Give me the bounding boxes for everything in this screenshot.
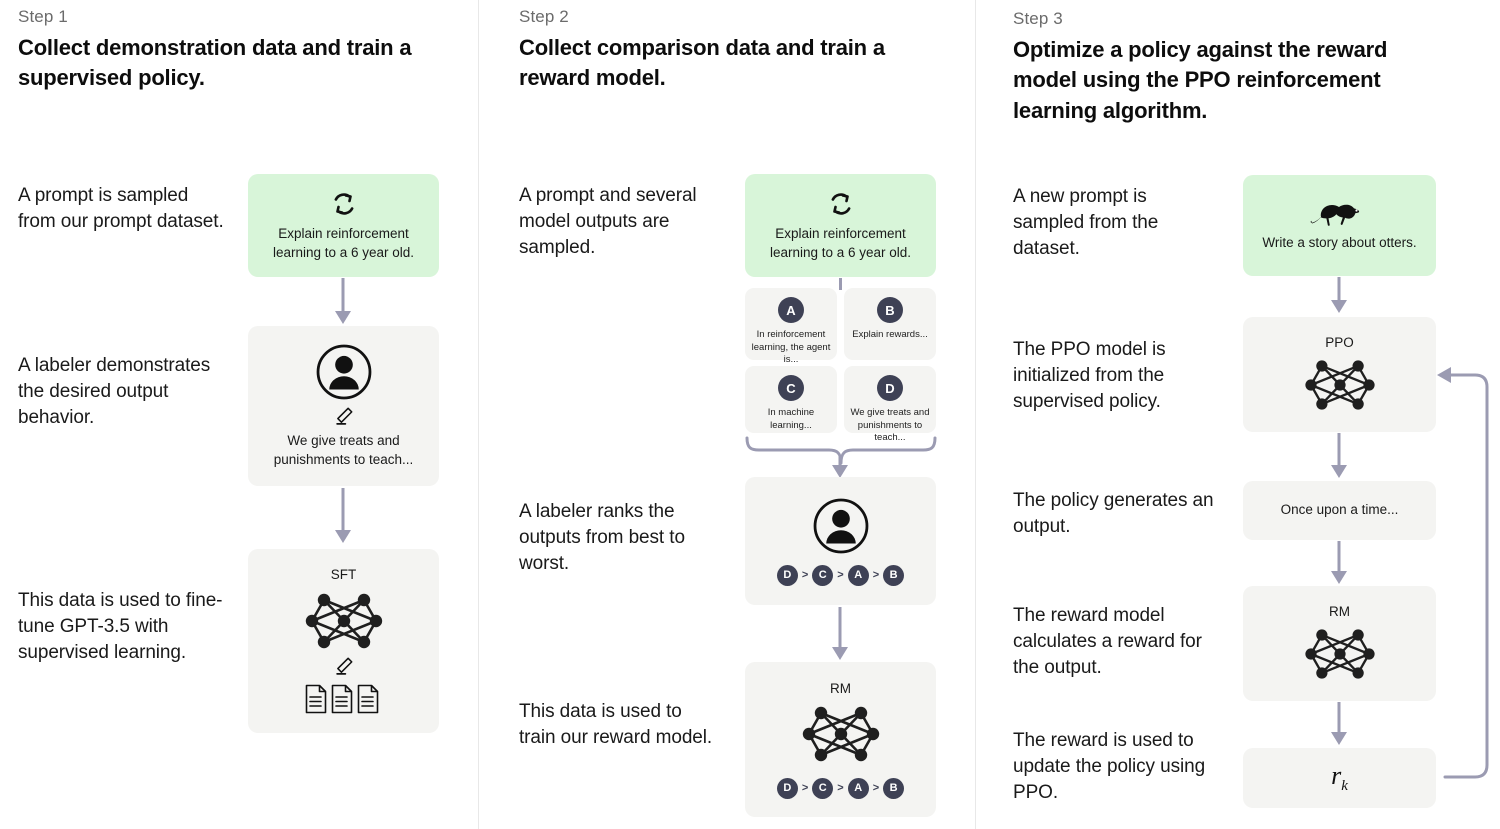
step-1-caption-3: This data is used to fine-tune GPT-3.5 w… [18, 590, 223, 663]
reward-symbol: rk [1331, 761, 1348, 795]
step-1-column: Step 1 Collect demonstration data and tr… [0, 0, 478, 829]
person-circle-icon [812, 497, 870, 555]
step-3-reward-box[interactable]: rk [1243, 748, 1436, 808]
documents-icon [304, 683, 384, 715]
step-2-option-a[interactable]: A In reinforcement learning, the agent i… [745, 288, 837, 365]
neural-network-icon [302, 589, 386, 653]
option-a-text: In reinforcement learning, the agent is.… [751, 329, 831, 366]
person-circle-icon [315, 343, 373, 401]
pencil-icon [333, 405, 355, 427]
rank-sep-1: > [801, 569, 809, 581]
badge-c: C [778, 375, 804, 401]
step-2-caption-3: This data is used to train our reward mo… [519, 701, 713, 748]
step-3-prompt-text: Write a story about otters. [1262, 234, 1417, 250]
badge-b: B [877, 297, 903, 323]
step-1-title: Collect demonstration data and train a s… [18, 35, 412, 91]
step-2-column: Step 2 Collect comparison data and train… [500, 0, 975, 829]
rank-badge-2: C [812, 564, 834, 586]
rm-rank-badge-1: D [776, 777, 798, 799]
step-2-title: Collect comparison data and train a rewa… [519, 35, 885, 91]
step-2-prompt-box[interactable]: Explain reinforcement learning to a 6 ye… [745, 174, 936, 277]
arrow-options-to-ranker [831, 456, 849, 480]
rank-sep-2: > [837, 569, 844, 581]
step-3-ppo-title: PPO [1325, 335, 1354, 350]
neural-network-icon [799, 702, 883, 766]
step-1-label: Step 1 [18, 7, 68, 26]
neural-network-icon [1301, 625, 1379, 683]
step-1-sft-box[interactable]: SFT [248, 549, 439, 733]
step-3-caption-2: The PPO model is initialized from the su… [1013, 339, 1166, 412]
step-3-caption-1: A new prompt is sampled from the dataset… [1013, 186, 1159, 259]
step-1-caption-1: A prompt is sampled from our prompt data… [18, 185, 224, 232]
column-divider-1 [478, 0, 479, 829]
step-2-prompt-text: Explain reinforcement learning to a 6 ye… [769, 226, 912, 260]
arrow-rm-to-reward [1330, 702, 1348, 746]
rm-rank-badge-2: C [812, 777, 834, 799]
rm-rank-badge-4: B [883, 777, 905, 799]
rm-rank-sep-1: > [801, 782, 809, 794]
badge-a: A [778, 297, 804, 323]
option-c-text: In machine learning... [767, 407, 815, 431]
step-1-labeler-box[interactable]: We give treats and punishments to teach.… [248, 326, 439, 486]
step-3-output-box[interactable]: Once upon a time... [1243, 481, 1436, 540]
step-3-title: Optimize a policy against the reward mod… [1013, 37, 1388, 123]
rank-badge-3: A [847, 564, 869, 586]
step-1-caption-2: A labeler demonstrates the desired outpu… [18, 355, 211, 428]
badge-d: D [877, 375, 903, 401]
rm-rank-sep-3: > [872, 782, 880, 794]
connector-prompt-to-options [839, 278, 842, 290]
column-divider-2 [975, 0, 976, 829]
step-1-labeler-text: We give treats and punishments to teach.… [273, 433, 414, 467]
step-2-rm-ranking-row: D > C > A > B [776, 777, 905, 799]
step-3-caption-4: The reward model calculates a reward for… [1013, 605, 1202, 678]
step-3-prompt-box[interactable]: Write a story about otters. [1243, 175, 1436, 276]
rank-badge-4: B [883, 564, 905, 586]
arrow-ppo-to-output [1330, 433, 1348, 479]
feedback-loop-arrow [1425, 362, 1500, 787]
rank-sep-3: > [872, 569, 880, 581]
step-1-prompt-box[interactable]: Explain reinforcement learning to a 6 ye… [248, 174, 439, 277]
step-2-caption-2: A labeler ranks the outputs from best to… [519, 501, 685, 574]
step-3-caption-3: The policy generates an output. [1013, 490, 1214, 537]
step-2-ranker-box[interactable]: D > C > A > B [745, 477, 936, 605]
step-1-prompt-text: Explain reinforcement learning to a 6 ye… [272, 226, 415, 260]
step-2-rm-title: RM [830, 680, 851, 696]
rm-rank-badge-3: A [847, 777, 869, 799]
step-2-rm-box[interactable]: RM [745, 662, 936, 817]
otter-icon [1309, 199, 1371, 229]
step-3-caption-5: The reward is used to update the policy … [1013, 730, 1206, 803]
step-1-sft-title: SFT [330, 567, 357, 582]
refresh-cycle-icon [329, 189, 359, 219]
neural-network-icon [1301, 356, 1379, 414]
reward-symbol-base: r [1331, 760, 1342, 790]
step-2-option-c[interactable]: C In machine learning... [745, 366, 837, 433]
step-2-option-b[interactable]: B Explain rewards... [844, 288, 936, 360]
step-2-caption-1: A prompt and several model outputs are s… [519, 185, 697, 258]
step-2-ranking-row: D > C > A > B [776, 564, 905, 586]
rank-badge-1: D [776, 564, 798, 586]
step-3-rm-title: RM [1329, 604, 1350, 619]
arrow-output-to-rm [1330, 541, 1348, 585]
reward-symbol-subscript: k [1341, 778, 1348, 795]
step-3-label: Step 3 [1013, 9, 1063, 28]
arrow-prompt-to-labeler [333, 278, 353, 324]
refresh-cycle-icon [826, 189, 856, 219]
option-d-text: We give treats and punishments to teach.… [850, 407, 930, 444]
option-b-text: Explain rewards... [852, 329, 928, 340]
step-3-output-text: Once upon a time... [1280, 502, 1399, 518]
step-3-rm-box[interactable]: RM [1243, 586, 1436, 701]
arrow-labeler-to-sft [333, 488, 353, 546]
pencil-icon [333, 655, 355, 677]
step-3-ppo-box[interactable]: PPO [1243, 317, 1436, 432]
arrow-prompt-to-ppo [1330, 277, 1348, 313]
step-2-label: Step 2 [519, 7, 569, 26]
step-3-column: Step 3 Optimize a policy against the rew… [995, 0, 1500, 829]
rm-rank-sep-2: > [837, 782, 844, 794]
arrow-ranker-to-rm [831, 607, 849, 663]
step-2-option-d[interactable]: D We give treats and punishments to teac… [844, 366, 936, 443]
